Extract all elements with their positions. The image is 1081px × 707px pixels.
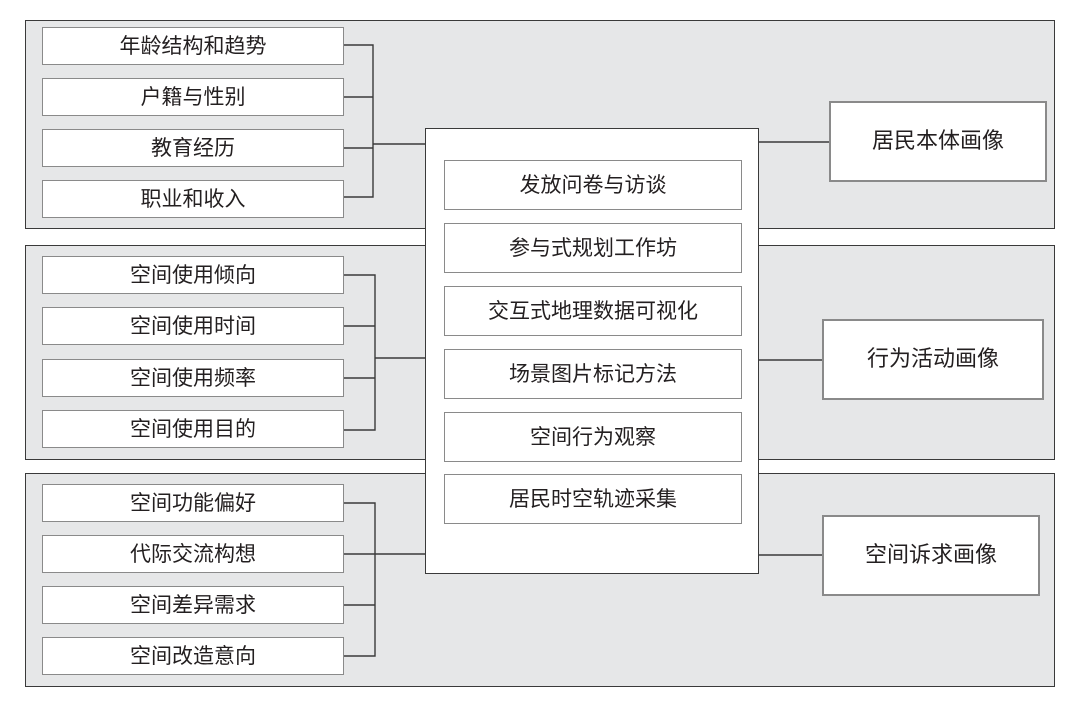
- attribute-box: 空间功能偏好: [42, 484, 344, 522]
- method-box: 发放问卷与访谈: [444, 160, 742, 210]
- attribute-box: 代际交流构想: [42, 535, 344, 573]
- attribute-box: 户籍与性别: [42, 78, 344, 116]
- method-box: 居民时空轨迹采集: [444, 474, 742, 524]
- profile-box-space-demand: 空间诉求画像: [822, 515, 1040, 596]
- method-box: 空间行为观察: [444, 412, 742, 462]
- attribute-box: 空间差异需求: [42, 586, 344, 624]
- attribute-box: 空间使用频率: [42, 359, 344, 397]
- method-box: 交互式地理数据可视化: [444, 286, 742, 336]
- profile-box-behavior: 行为活动画像: [822, 319, 1044, 400]
- attribute-box: 年龄结构和趋势: [42, 27, 344, 65]
- profile-box-resident: 居民本体画像: [829, 101, 1047, 182]
- attribute-box: 空间改造意向: [42, 637, 344, 675]
- method-box: 参与式规划工作坊: [444, 223, 742, 273]
- method-box: 场景图片标记方法: [444, 349, 742, 399]
- attribute-box: 空间使用时间: [42, 307, 344, 345]
- attribute-box: 空间使用倾向: [42, 256, 344, 294]
- attribute-box: 空间使用目的: [42, 410, 344, 448]
- attribute-box: 教育经历: [42, 129, 344, 167]
- attribute-box: 职业和收入: [42, 180, 344, 218]
